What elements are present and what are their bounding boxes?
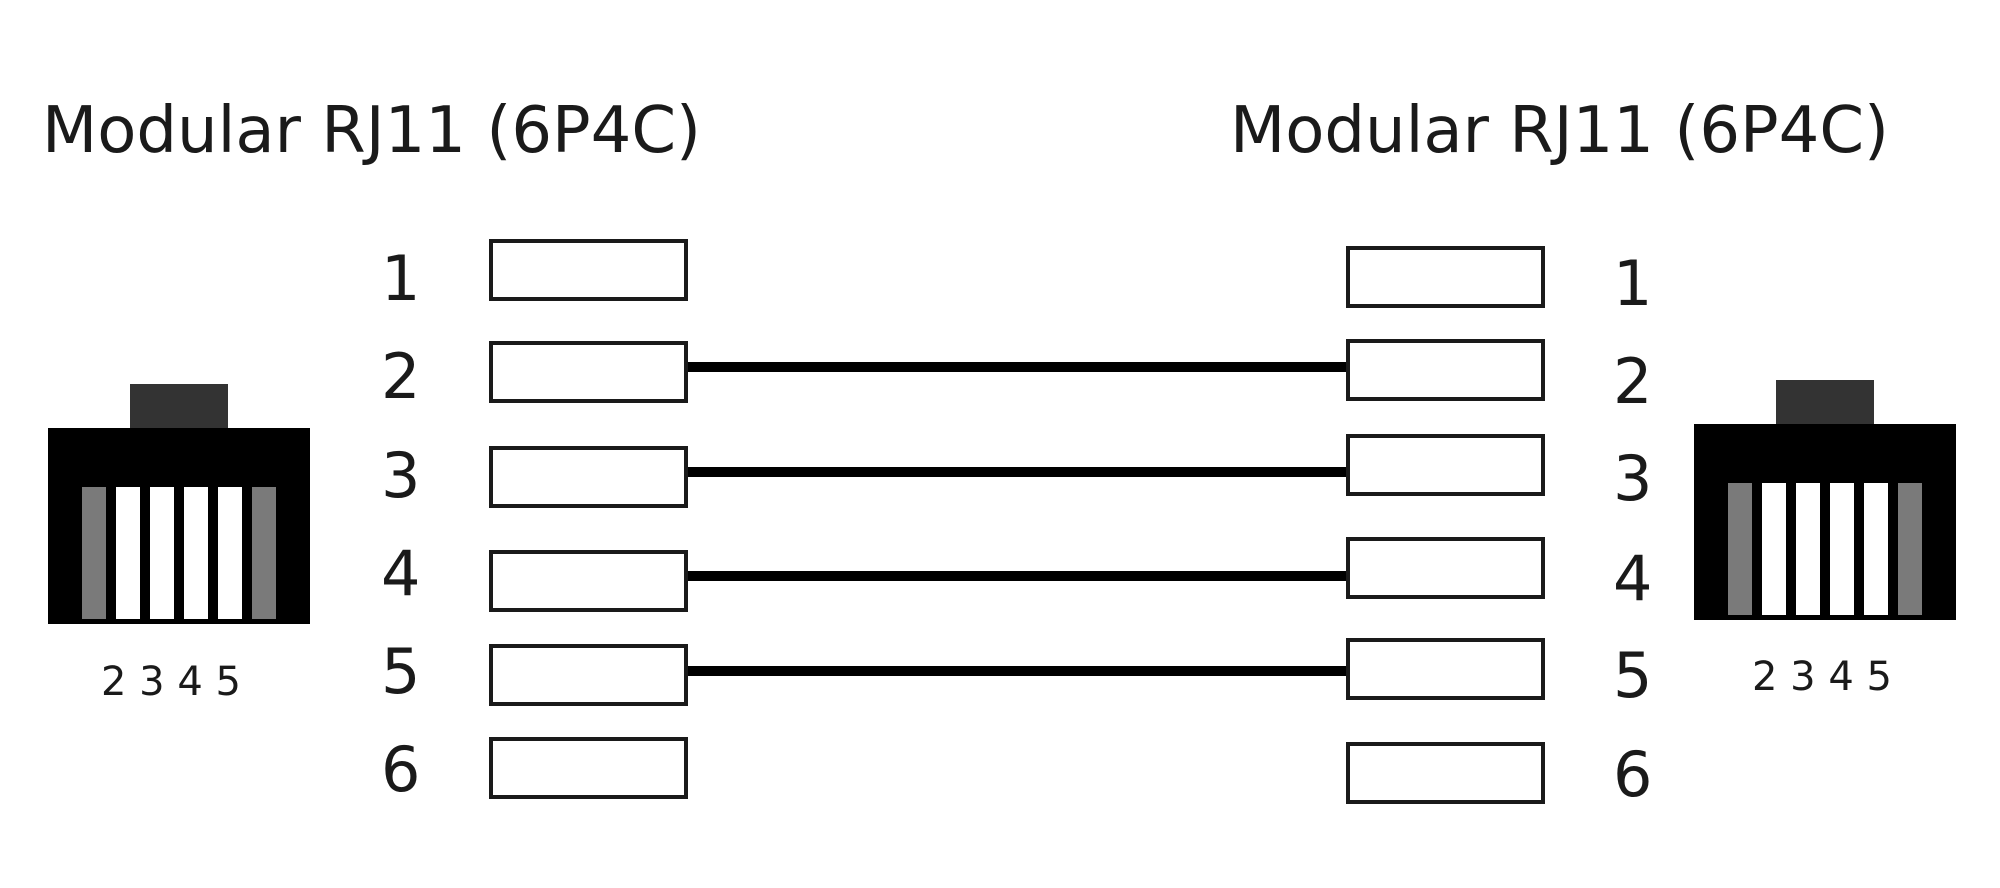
left-rj11-plug-icon bbox=[48, 384, 310, 624]
right-plug-label: 2 3 4 5 bbox=[1752, 654, 1892, 700]
right-pin-numbers: 1 2 3 4 5 6 bbox=[1613, 247, 1652, 811]
right-pin-number: 5 bbox=[1613, 639, 1652, 712]
right-pin-number: 2 bbox=[1613, 345, 1652, 418]
left-plug-label: 2 3 4 5 bbox=[101, 659, 241, 705]
left-plug-contact-1 bbox=[82, 487, 106, 619]
left-pin-boxes bbox=[489, 239, 688, 799]
right-plug-contact-3 bbox=[1796, 483, 1820, 615]
left-plug-contact-2 bbox=[116, 487, 140, 619]
right-plug-contact-2 bbox=[1762, 483, 1786, 615]
left-pin-number: 6 bbox=[381, 733, 420, 806]
left-pin-box-1 bbox=[489, 239, 688, 301]
right-pin-box-1 bbox=[1346, 246, 1545, 308]
left-pin-number: 2 bbox=[381, 340, 420, 413]
wires bbox=[686, 362, 1348, 676]
right-plug-tab bbox=[1776, 380, 1874, 426]
left-pin-numbers: 1 2 3 4 5 6 bbox=[381, 242, 420, 806]
right-plug-contact-4 bbox=[1830, 483, 1854, 615]
right-pin-box-4 bbox=[1346, 537, 1545, 599]
right-pin-box-5 bbox=[1346, 638, 1545, 700]
right-pin-number: 1 bbox=[1613, 247, 1652, 320]
right-pin-number: 3 bbox=[1613, 442, 1652, 515]
left-plug-contact-4 bbox=[184, 487, 208, 619]
left-plug-tab bbox=[130, 384, 228, 430]
left-connector-title: Modular RJ11 (6P4C) bbox=[42, 94, 701, 168]
left-pin-number: 1 bbox=[381, 242, 420, 315]
right-pin-number: 4 bbox=[1613, 542, 1652, 615]
left-pin-box-4 bbox=[489, 550, 688, 612]
right-pin-box-2 bbox=[1346, 339, 1545, 401]
right-plug-contact-1 bbox=[1728, 483, 1752, 615]
right-connector-title: Modular RJ11 (6P4C) bbox=[1230, 94, 1889, 168]
right-pin-box-3 bbox=[1346, 434, 1545, 496]
left-pin-box-3 bbox=[489, 446, 688, 508]
left-pin-box-2 bbox=[489, 341, 688, 403]
right-pin-boxes bbox=[1346, 246, 1545, 804]
left-pin-box-5 bbox=[489, 644, 688, 706]
left-pin-number: 4 bbox=[381, 537, 420, 610]
right-pin-box-6 bbox=[1346, 742, 1545, 804]
left-pin-number: 5 bbox=[381, 635, 420, 708]
right-plug-contact-6 bbox=[1898, 483, 1922, 615]
left-plug-contact-6 bbox=[252, 487, 276, 619]
right-pin-number: 6 bbox=[1613, 738, 1652, 811]
right-plug-contact-5 bbox=[1864, 483, 1888, 615]
right-rj11-plug-icon bbox=[1694, 380, 1956, 620]
left-plug-contact-3 bbox=[150, 487, 174, 619]
left-plug-contact-5 bbox=[218, 487, 242, 619]
left-pin-number: 3 bbox=[381, 439, 420, 512]
left-pin-box-6 bbox=[489, 737, 688, 799]
